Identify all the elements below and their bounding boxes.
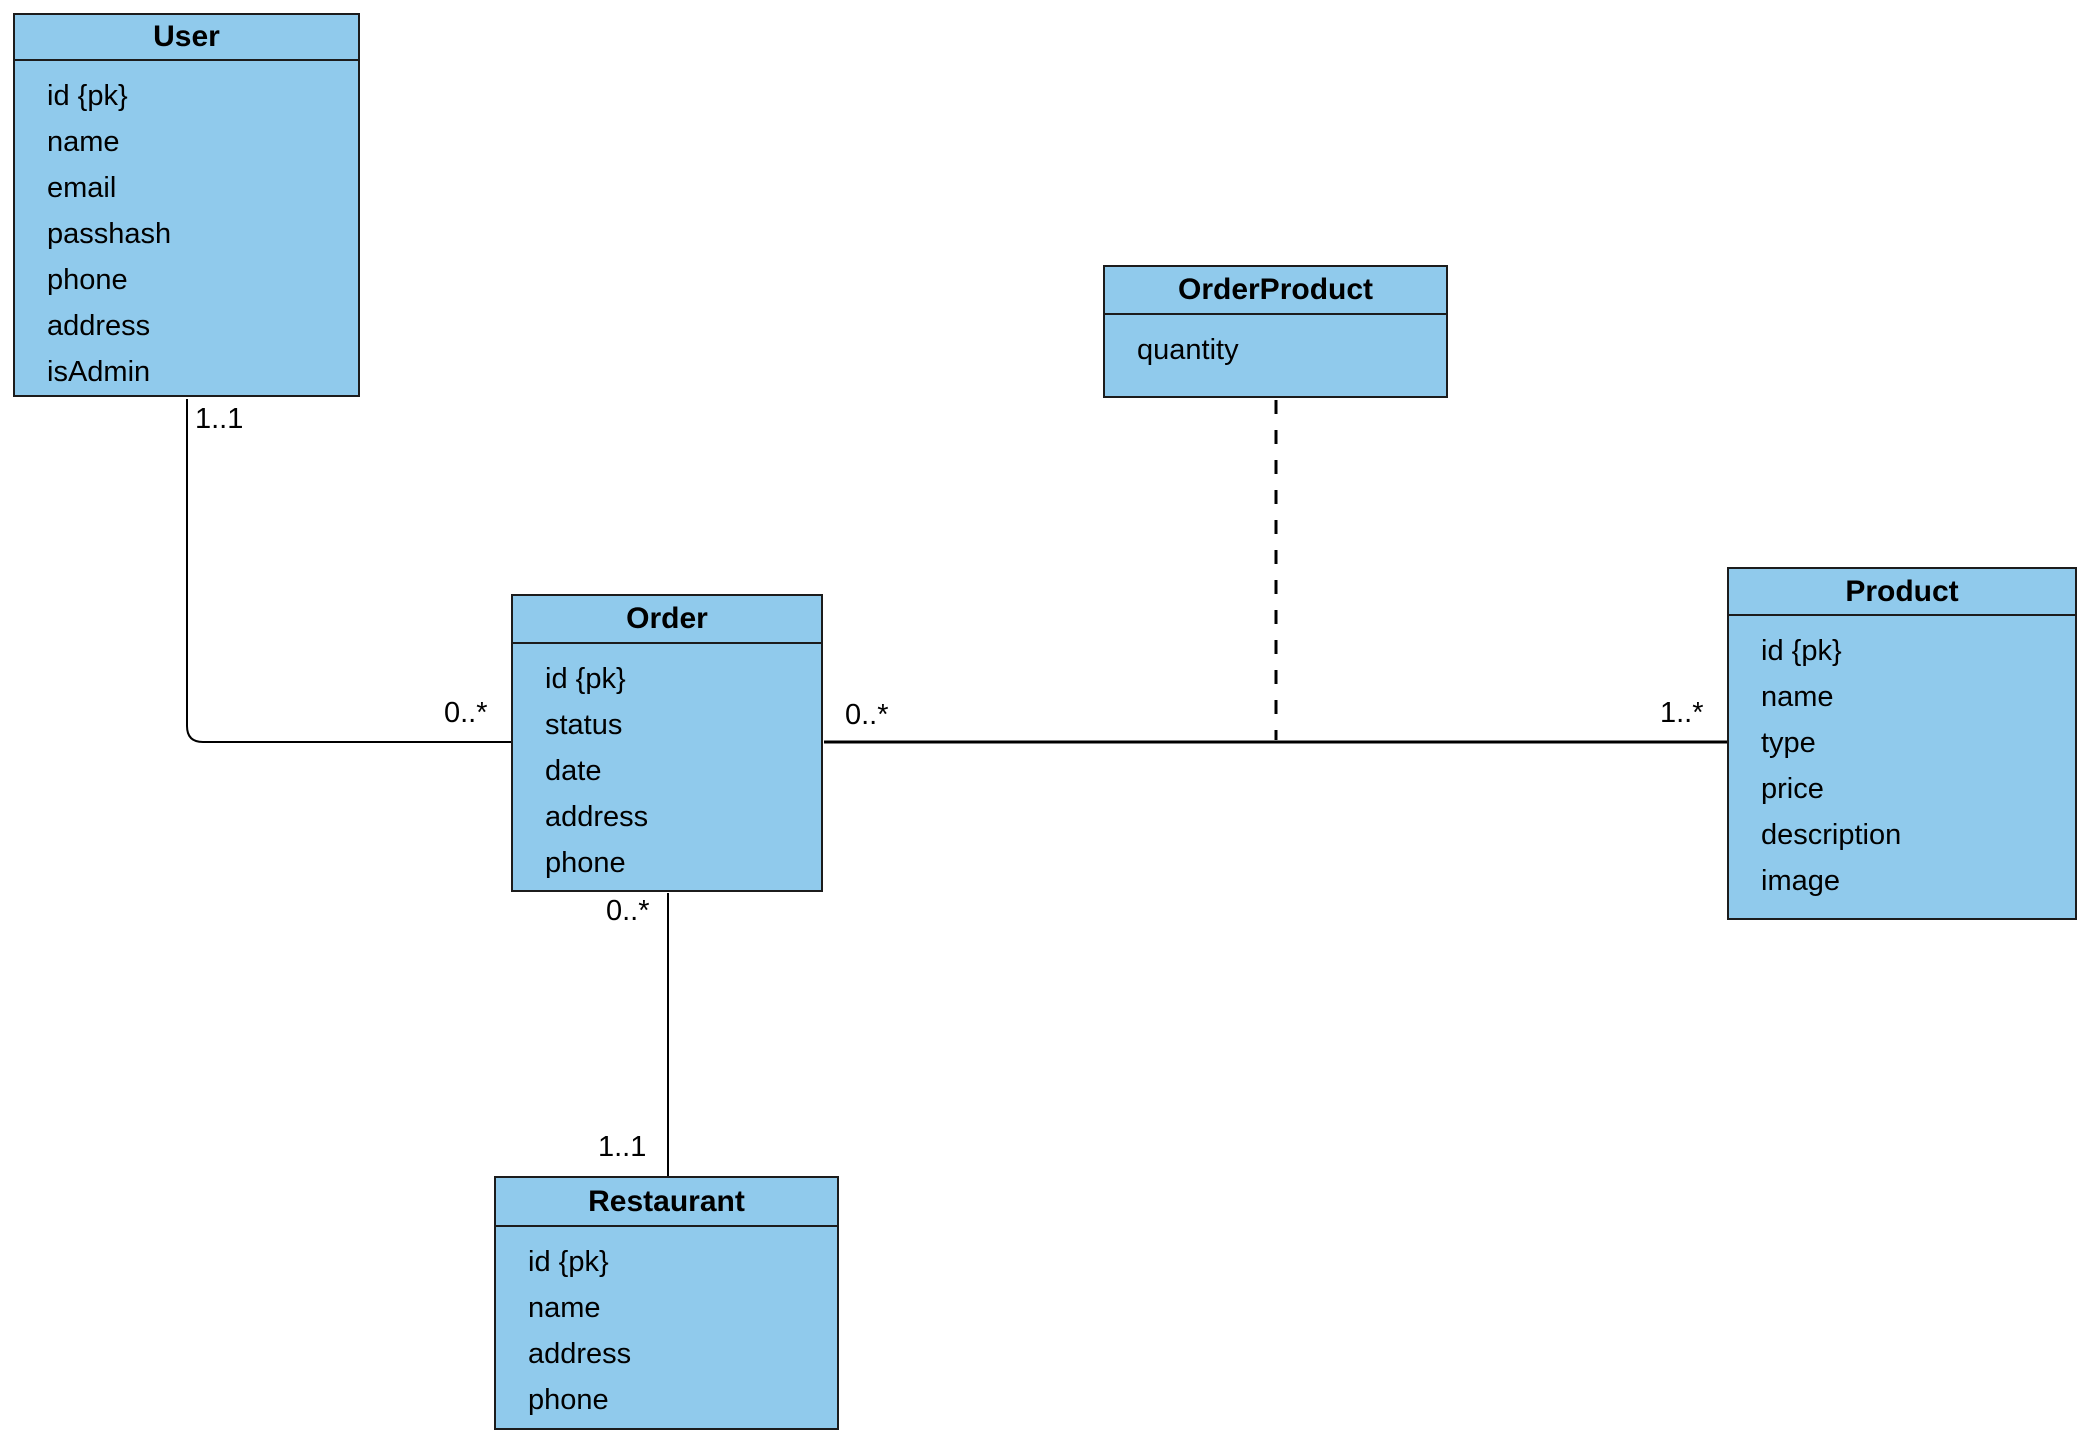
entity-user-attributes: id {pk} name email passhash phone addres… [15, 61, 358, 395]
attribute-row: id {pk} [1761, 635, 1842, 667]
multiplicity-user-order-user-end: 1..1 [195, 403, 244, 435]
entity-orderproduct[interactable]: OrderProduct quantity [1103, 265, 1448, 398]
attribute-row: id {pk} [545, 663, 626, 695]
multiplicity-user-order-order-end: 0..* [444, 697, 488, 729]
attribute-row: description [1761, 819, 1902, 851]
entity-orderproduct-title: OrderProduct [1105, 267, 1446, 315]
attribute-row: address [47, 310, 151, 342]
connector-user-order[interactable] [186, 399, 511, 743]
multiplicity-order-restaurant-restaurant-end: 1..1 [598, 1131, 647, 1163]
multiplicity-order-restaurant-order-end: 0..* [606, 895, 650, 927]
entity-orderproduct-attributes: quantity [1105, 315, 1446, 373]
attribute-row: price [1761, 773, 1824, 805]
attribute-row: name [528, 1292, 601, 1324]
attribute-row: status [545, 709, 623, 741]
attribute-row: phone [47, 264, 128, 296]
attribute-row: id {pk} [528, 1246, 609, 1278]
attribute-row: phone [545, 847, 626, 879]
attribute-row: name [1761, 681, 1834, 713]
entity-order-title: Order [513, 596, 821, 644]
attribute-row: passhash [47, 218, 172, 250]
multiplicity-order-product-product-end: 1..* [1660, 697, 1704, 729]
attribute-row: isAdmin [47, 356, 151, 388]
entity-restaurant-title: Restaurant [496, 1178, 837, 1227]
entity-order-attributes: id {pk} status date address phone [513, 644, 821, 886]
attribute-row: quantity [1137, 334, 1239, 366]
attribute-row: phone [528, 1384, 609, 1416]
entity-restaurant-attributes: id {pk} name address phone [496, 1227, 837, 1423]
entity-product-title: Product [1729, 569, 2075, 616]
multiplicity-order-product-order-end: 0..* [845, 699, 889, 731]
entity-order[interactable]: Order id {pk} status date address phone [511, 594, 823, 892]
attribute-row: date [545, 755, 602, 787]
attribute-row: address [545, 801, 649, 833]
attribute-row: id {pk} [47, 80, 128, 112]
entity-restaurant[interactable]: Restaurant id {pk} name address phone [494, 1176, 839, 1430]
entity-user-title: User [15, 15, 358, 61]
entity-user[interactable]: User id {pk} name email passhash phone a… [13, 13, 360, 397]
entity-product[interactable]: Product id {pk} name type price descript… [1727, 567, 2077, 920]
attribute-row: image [1761, 865, 1840, 897]
attribute-row: type [1761, 727, 1816, 759]
attribute-row: email [47, 172, 117, 204]
attribute-row: name [47, 126, 120, 158]
attribute-row: address [528, 1338, 632, 1370]
entity-product-attributes: id {pk} name type price description imag… [1729, 616, 2075, 904]
